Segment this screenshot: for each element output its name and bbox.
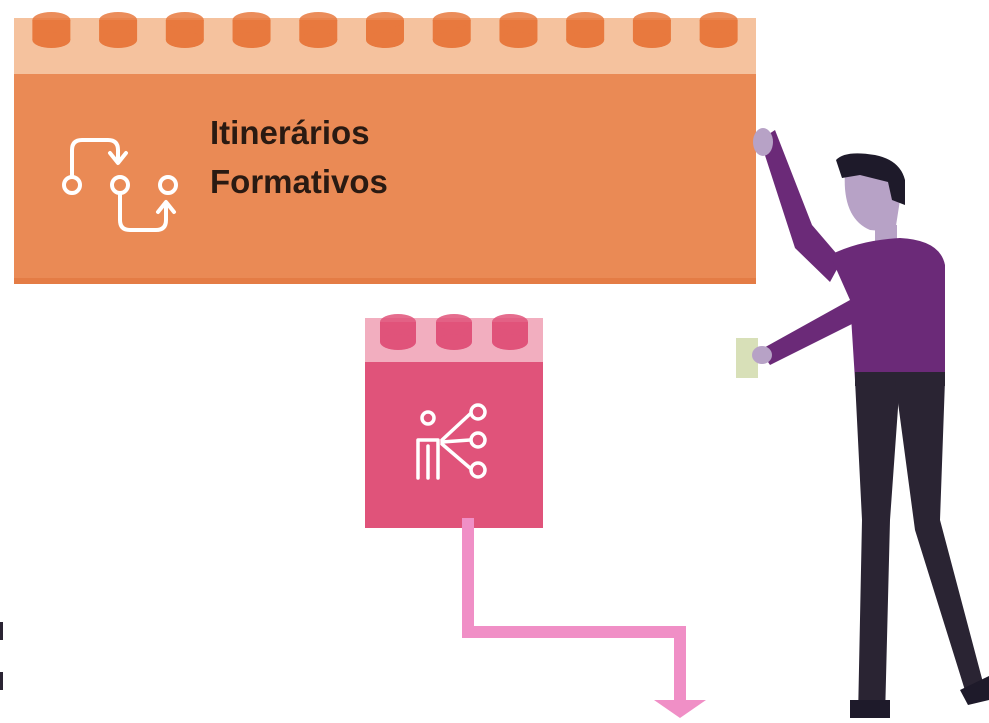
main-block-stud [232,12,271,48]
small-block-stud [492,314,528,350]
main-block-title-line2: Formativos [210,163,388,200]
small-block-stud [436,314,472,350]
figure-raised-hand [753,128,773,156]
pathway-nodes-icon [62,138,178,232]
main-block-stud [566,12,605,48]
figure-left-leg [855,380,900,718]
figure-held-block-edge [736,338,758,378]
edge-mark-2 [0,672,3,690]
figure-torso [830,238,945,380]
main-block-stud [165,12,204,48]
main-block-bottom-edge [14,278,756,284]
figure-lower-arm [760,300,860,365]
person-figure [736,128,989,718]
connector-arrow [462,518,706,718]
small-block [365,314,543,528]
main-block-stud [499,12,538,48]
edge-mark-1 [0,622,3,640]
main-block-stud [99,12,138,48]
main-block: Itinerários Formativos [14,12,756,284]
small-block-body [365,362,543,528]
figure-head [844,165,900,232]
main-block-stud [366,12,404,48]
connector-line [462,518,686,700]
figure-right-leg [895,380,985,700]
small-block-studs [380,314,528,350]
main-block-stud [32,12,71,48]
figure-raised-arm [760,130,842,282]
figure-left-shoe [850,700,890,718]
connector-arrowhead [654,700,706,718]
figure-lower-hand [752,346,772,364]
main-block-studs [32,12,738,48]
main-block-stud [699,12,738,48]
main-block-stud [432,12,471,48]
figure-right-shoe [960,676,989,705]
main-block-stud [632,12,671,48]
small-block-stud [380,314,416,350]
main-block-title-line1: Itinerários [210,114,370,151]
main-block-stud [299,12,338,48]
person-network-icon [416,403,487,480]
figure-hair [836,153,905,205]
main-block-body [14,74,756,284]
